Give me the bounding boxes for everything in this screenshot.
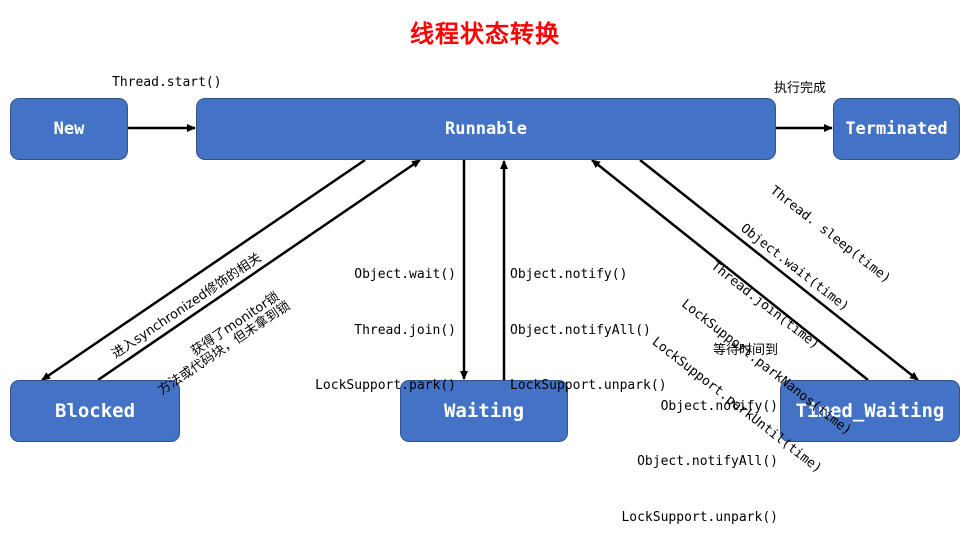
state-terminated: Terminated	[833, 98, 960, 160]
label-to-waiting-line-3: LockSupport.park()	[315, 378, 456, 393]
label-thread-start: Thread.start()	[112, 75, 222, 90]
arrow-blocked-to-runnable	[97, 158, 421, 382]
state-runnable: Runnable	[196, 98, 776, 160]
arrow-runnable-to-blocked	[41, 158, 366, 382]
transition-arrows	[41, 124, 919, 382]
label-from-waiting-line-3: LockSupport.unpark()	[510, 378, 667, 393]
state-new: New	[10, 98, 128, 160]
arrow-runnable-to-timed	[639, 159, 919, 381]
label-to-waiting: Object.wait() Thread.join() LockSupport.…	[300, 229, 456, 414]
label-from-timed-line-1: 等待时间到	[712, 343, 778, 358]
label-from-waiting: Object.notify() Object.notifyAll() LockS…	[510, 229, 667, 414]
state-blocked: Blocked	[10, 380, 180, 442]
label-to-waiting-line-1: Object.wait()	[354, 267, 456, 282]
state-timed-waiting: Timed_Waiting	[780, 380, 960, 442]
label-from-timed-line-2: Object.notify()	[660, 398, 778, 414]
label-from-waiting-line-2: Object.notifyAll()	[510, 322, 651, 338]
label-to-waiting-line-2: Thread.join()	[354, 322, 456, 338]
arrow-timed-to-runnable	[591, 159, 869, 381]
diagram-title: 线程状态转换	[410, 20, 560, 48]
label-from-waiting-line-1: Object.notify()	[510, 267, 628, 282]
label-finish: 执行完成	[774, 81, 827, 96]
label-from-timed-line-4: LockSupport.unpark()	[621, 509, 778, 525]
label-from-timed-line-3: Object.notifyAll()	[637, 454, 778, 469]
state-waiting: Waiting	[400, 380, 568, 442]
